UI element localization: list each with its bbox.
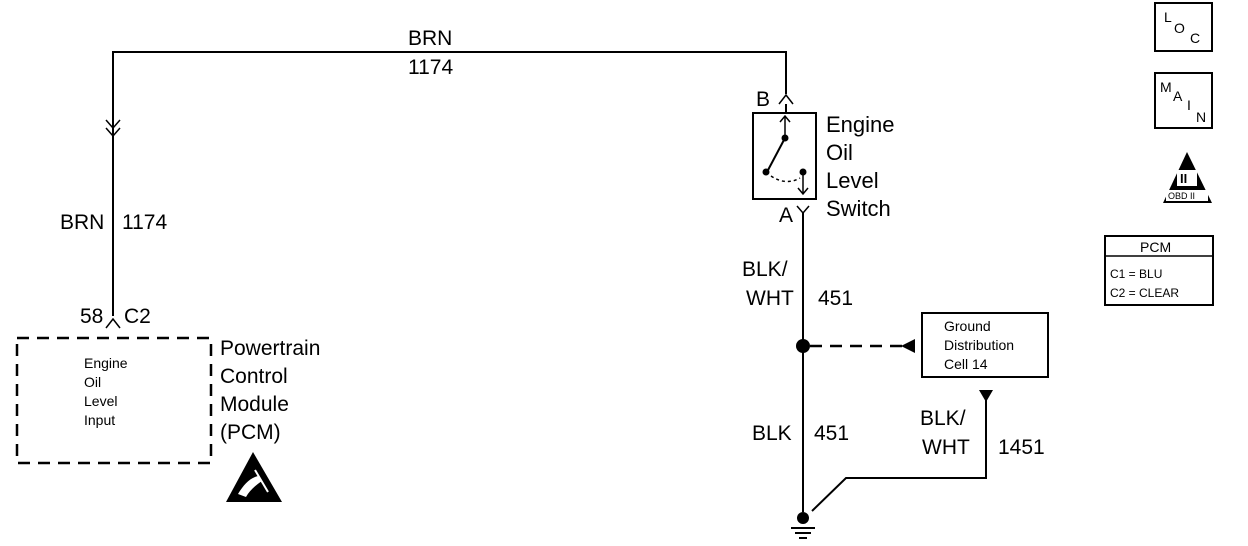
pcm-legend-box: PCM C1 = BLU C2 = CLEAR xyxy=(1104,235,1214,306)
ground-link-arrow-icon xyxy=(901,339,915,353)
wire-451-upper-circuit: 451 xyxy=(818,287,853,310)
switch-pin-b-label: B xyxy=(756,88,770,111)
wire-1451-color-2: WHT xyxy=(922,436,970,459)
switch-name-line-3: Level xyxy=(826,168,879,193)
pcm-inner-line-4: Input xyxy=(84,412,115,428)
svg-text:M: M xyxy=(1160,79,1172,95)
wire-1451-terminal-icon xyxy=(979,390,993,402)
loc-icon: L O C xyxy=(1154,2,1213,52)
pcm-legend-title: PCM xyxy=(1140,239,1171,255)
ground-box-line-1: Ground xyxy=(944,318,991,334)
pcm-connector-id: C2 xyxy=(124,305,151,328)
switch-name-line-2: Oil xyxy=(826,140,853,165)
svg-text:OBD II: OBD II xyxy=(1168,191,1195,201)
ground-box-line-3: Cell 14 xyxy=(944,356,988,372)
pcm-name-line-1: Powertrain xyxy=(220,337,320,360)
left-wire-circuit: 1174 xyxy=(122,211,167,234)
wire-1451-color-1: BLK/ xyxy=(920,407,966,430)
switch-name-line-4: Switch xyxy=(826,196,891,221)
pcm-connector-pin-icon xyxy=(105,317,121,329)
switch-pin-a-label: A xyxy=(779,204,793,227)
wire-451-upper-color-2: WHT xyxy=(746,287,794,310)
main-icon: M A I N xyxy=(1154,72,1213,129)
svg-text:O: O xyxy=(1174,20,1185,36)
top-wire-circuit: 1174 xyxy=(408,56,453,79)
wire-451-lower-circuit: 451 xyxy=(814,422,849,445)
switch-pin-a-icon xyxy=(796,205,810,215)
ground-symbol-icon xyxy=(791,512,815,539)
switch-name-line-1: Engine xyxy=(826,112,895,137)
pcm-name-line-3: Module xyxy=(220,393,289,416)
svg-text:N: N xyxy=(1196,109,1206,125)
svg-text:I: I xyxy=(1187,97,1191,113)
switch-pin-b-icon xyxy=(778,93,794,105)
splice-dot xyxy=(796,339,810,353)
wire-brn-1174-top xyxy=(112,51,787,140)
wire-1451 xyxy=(811,400,987,512)
wire-451-lower-color: BLK xyxy=(752,422,792,445)
pcm-inner-line-3: Level xyxy=(84,393,117,409)
esd-warning-icon xyxy=(226,452,282,502)
pcm-pin-number: 58 xyxy=(80,305,103,328)
obd-ii-icon: II OBD II xyxy=(1163,152,1212,203)
ground-box-line-2: Distribution xyxy=(944,337,1014,353)
pcm-name-line-4: (PCM) xyxy=(220,421,281,444)
wire-451-upper-color-1: BLK/ xyxy=(742,258,788,281)
svg-text:A: A xyxy=(1173,88,1183,104)
svg-text:II: II xyxy=(1180,171,1187,186)
pcm-legend-row-2: C2 = CLEAR xyxy=(1110,286,1179,300)
pcm-inner-line-1: Engine xyxy=(84,355,128,371)
pcm-inner-line-2: Oil xyxy=(84,374,101,390)
svg-text:L: L xyxy=(1164,9,1172,25)
left-wire-color: BRN xyxy=(60,211,104,234)
switch-contact-icon xyxy=(762,114,809,196)
pcm-name-line-2: Control xyxy=(220,365,288,388)
wire-1451-circuit: 1451 xyxy=(998,436,1045,459)
top-wire-color: BRN xyxy=(408,27,452,50)
ground-distribution-box xyxy=(921,312,1049,378)
svg-text:C: C xyxy=(1190,30,1200,46)
pcm-legend-row-1: C1 = BLU xyxy=(1110,267,1162,281)
